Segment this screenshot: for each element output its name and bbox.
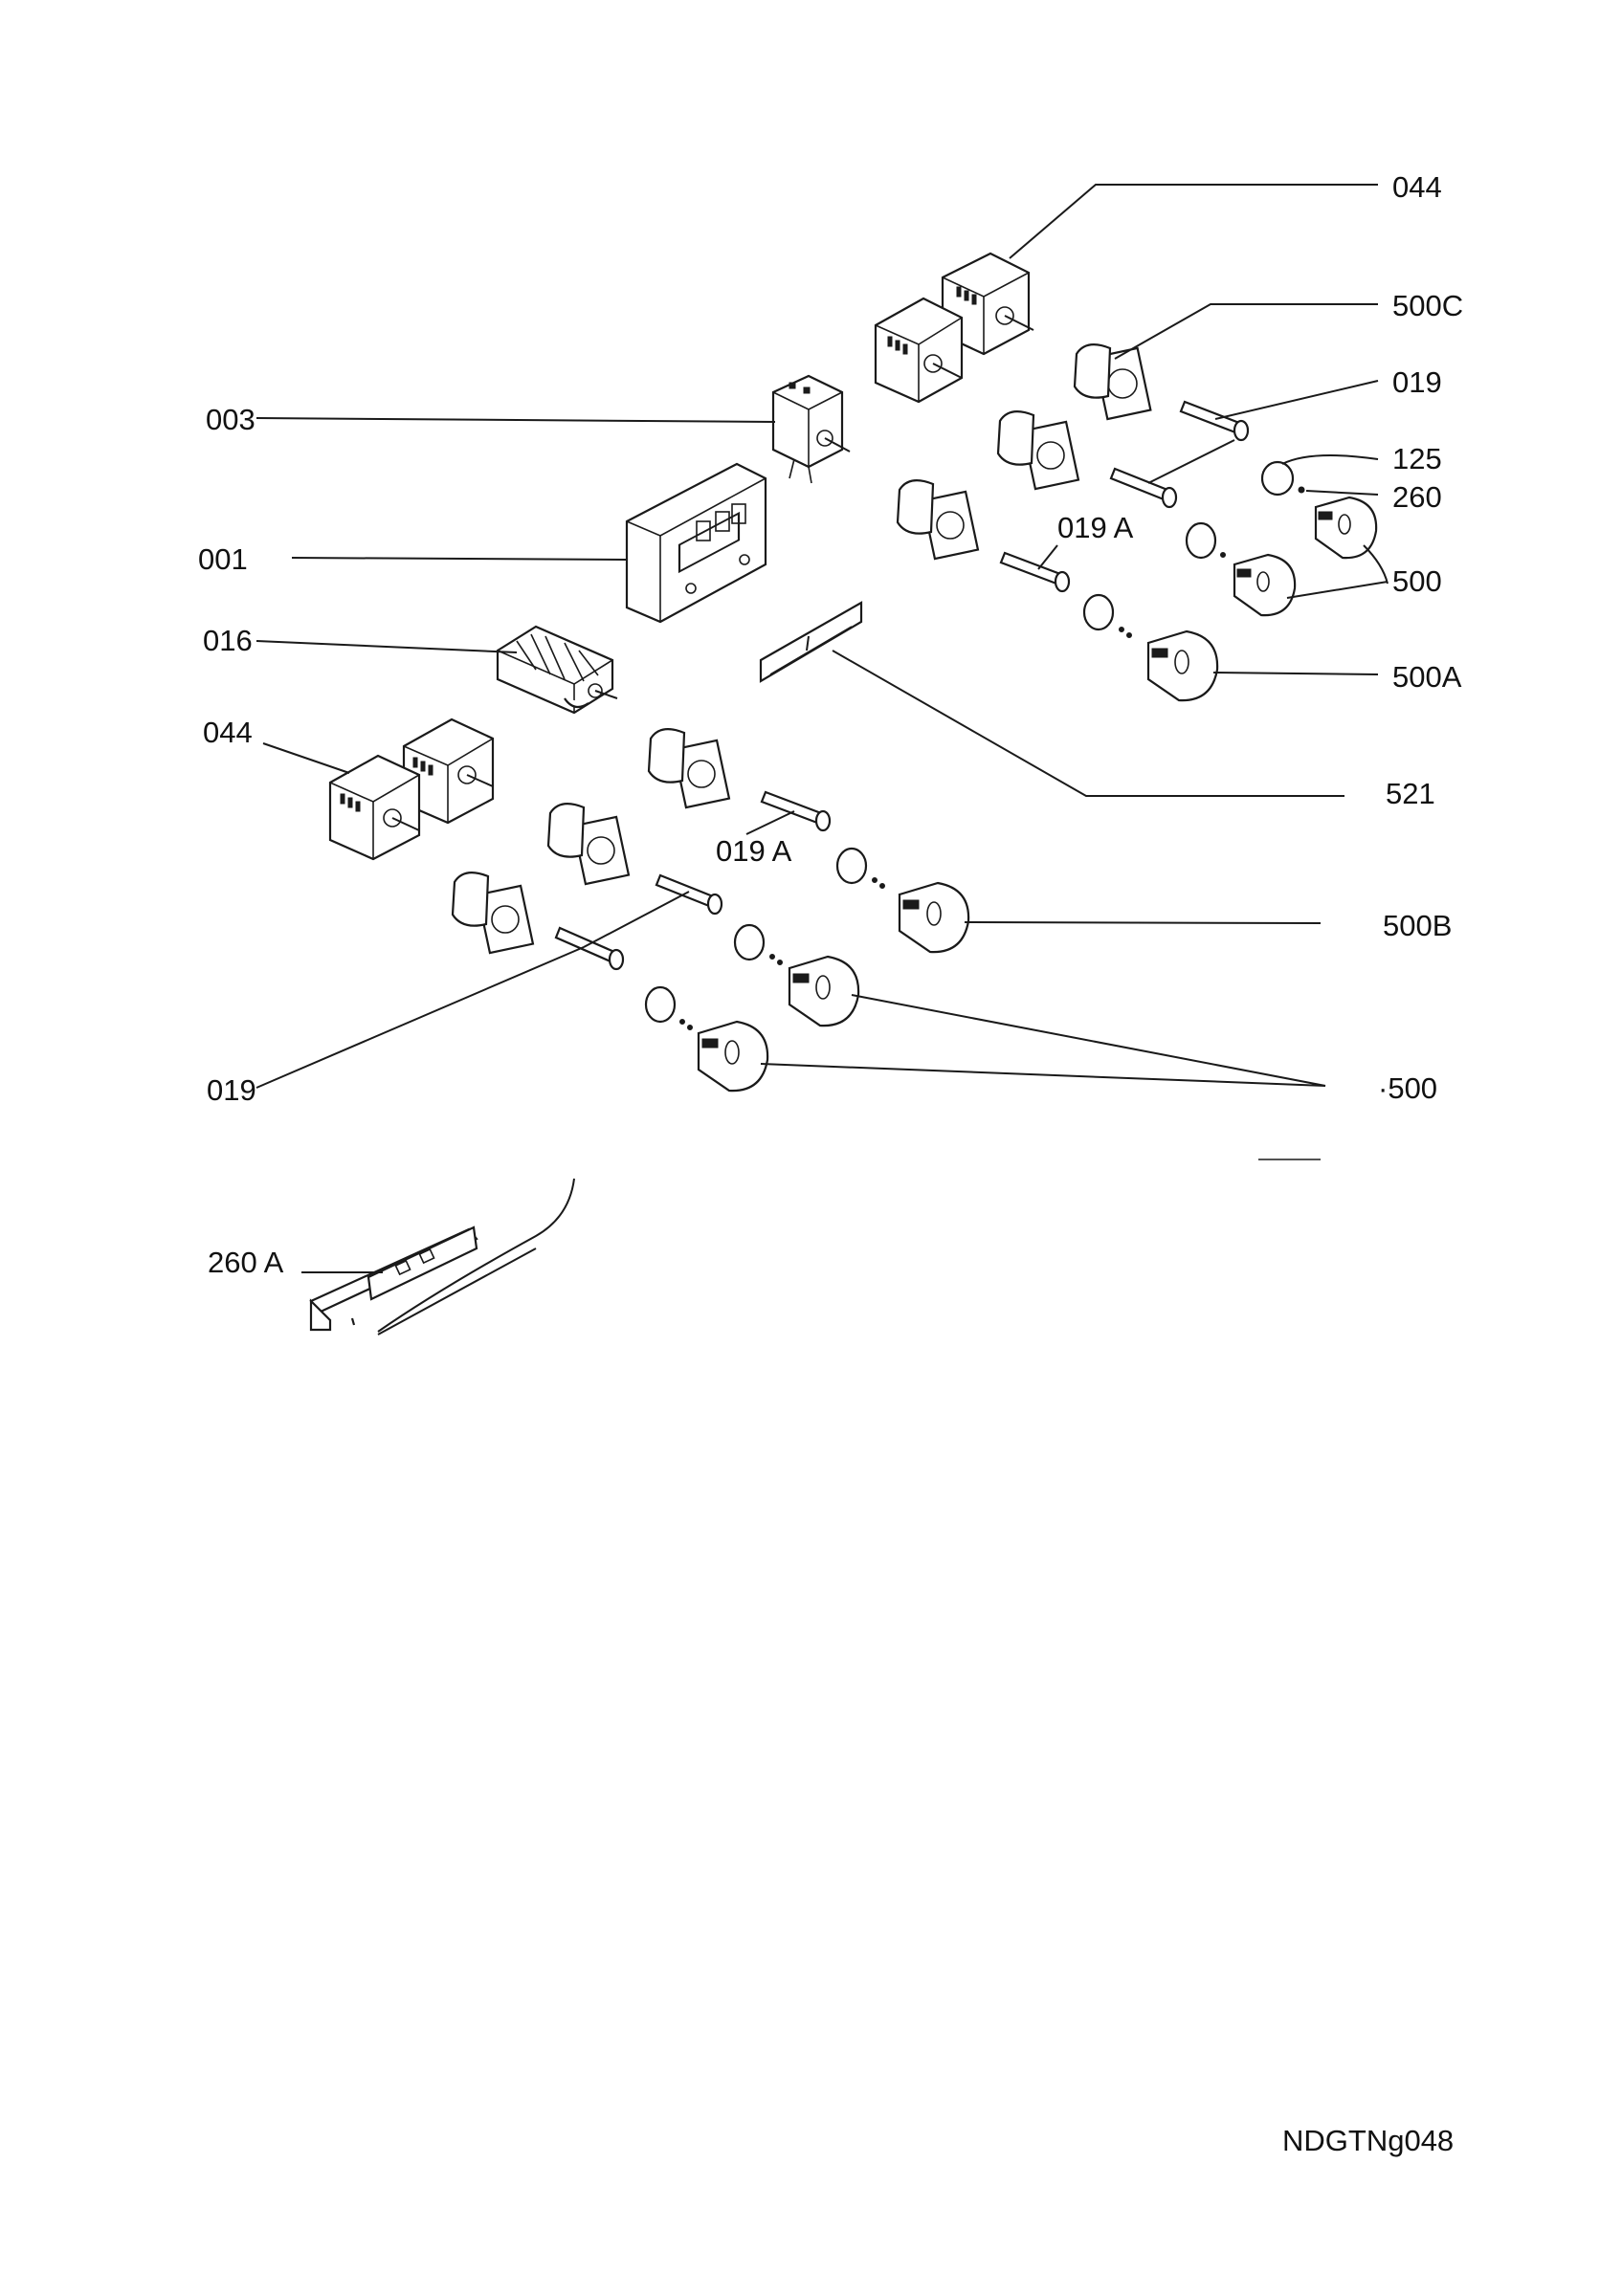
knob-low-1 bbox=[788, 955, 860, 1027]
leader-500C bbox=[1114, 303, 1378, 360]
label-500B: 500B bbox=[1383, 909, 1452, 942]
leader-044-left bbox=[262, 742, 350, 774]
spring-260 bbox=[1298, 486, 1305, 494]
bracket-260A bbox=[309, 1178, 575, 1336]
label-500-top: 500 bbox=[1392, 564, 1442, 598]
ring-125 bbox=[1260, 460, 1295, 497]
label-019A-low: 019 A bbox=[716, 834, 792, 868]
leader-019A-low bbox=[745, 810, 795, 835]
label-016: 016 bbox=[203, 624, 253, 657]
label-019-low: 019 bbox=[207, 1073, 256, 1107]
label-500C: 500C bbox=[1392, 289, 1463, 322]
ring-low-2 bbox=[644, 985, 677, 1024]
leader-521 bbox=[832, 650, 1344, 797]
bush-top-middle bbox=[996, 410, 1080, 491]
label-019A-mid: 019 A bbox=[1057, 511, 1134, 544]
label-260: 260 bbox=[1392, 480, 1442, 514]
timer-box-001 bbox=[625, 462, 767, 624]
label-019-top: 019 bbox=[1392, 365, 1442, 399]
bush-500C-flange bbox=[1073, 343, 1152, 421]
leader-500B bbox=[964, 921, 1322, 924]
bush-low-left bbox=[451, 872, 535, 955]
leader-500-top-a bbox=[1363, 544, 1389, 585]
leader-001 bbox=[291, 557, 628, 561]
leader-260 bbox=[1305, 490, 1379, 496]
label-003: 003 bbox=[206, 403, 256, 436]
leader-500-low-b bbox=[760, 1063, 1326, 1087]
knob-500B bbox=[898, 881, 970, 954]
label-500A: 500A bbox=[1392, 660, 1462, 694]
knob-top-left bbox=[1233, 553, 1297, 617]
spindle-019A-mid bbox=[999, 551, 1071, 593]
knob-low-2 bbox=[697, 1020, 769, 1093]
knob-top-right bbox=[1314, 496, 1378, 560]
leader-019-low bbox=[256, 946, 585, 1089]
drawing-code: NDGTNg048 bbox=[1282, 2124, 1454, 2157]
knob-500A bbox=[1146, 629, 1219, 702]
thermostat-003 bbox=[771, 374, 851, 484]
label-500-low: ·500 bbox=[1378, 1071, 1437, 1105]
label-001: 001 bbox=[198, 542, 248, 576]
spindle-top-1 bbox=[1179, 400, 1250, 442]
bush-low-mid bbox=[546, 803, 631, 886]
leader-125 bbox=[1281, 454, 1379, 465]
selector-switch-016 bbox=[496, 625, 618, 715]
ring-500A bbox=[1082, 593, 1115, 631]
leader-019-low-b bbox=[583, 891, 690, 948]
label-044-top: 044 bbox=[1392, 170, 1442, 204]
spindle-low-1 bbox=[655, 873, 723, 916]
label-521: 521 bbox=[1386, 777, 1435, 810]
leader-500A bbox=[1212, 672, 1379, 675]
energy-regulator-top-front bbox=[874, 297, 964, 404]
label-044-left: 044 bbox=[203, 716, 253, 749]
spindle-low-2 bbox=[554, 926, 625, 971]
label-125: 125 bbox=[1392, 442, 1442, 475]
energy-regulator-left-front bbox=[328, 754, 421, 861]
ring-500B bbox=[835, 847, 868, 885]
spindle-019A-low bbox=[760, 790, 832, 832]
ring-top-2 bbox=[1185, 521, 1217, 560]
leader-016 bbox=[256, 640, 518, 653]
leader-019-top bbox=[1214, 380, 1379, 420]
ring-low-1 bbox=[733, 923, 766, 961]
leader-500-top-b bbox=[1286, 581, 1389, 599]
leader-044-top bbox=[1009, 184, 1378, 259]
leader-019A-mid bbox=[1037, 544, 1058, 570]
strip-521 bbox=[759, 601, 863, 683]
leader-003 bbox=[256, 417, 776, 423]
label-260A: 260 A bbox=[208, 1246, 284, 1279]
leader-019-top-b bbox=[1147, 439, 1235, 484]
bush-low-top bbox=[647, 728, 731, 809]
bush-top-left bbox=[896, 479, 980, 561]
leader-500-low-a bbox=[851, 994, 1326, 1087]
